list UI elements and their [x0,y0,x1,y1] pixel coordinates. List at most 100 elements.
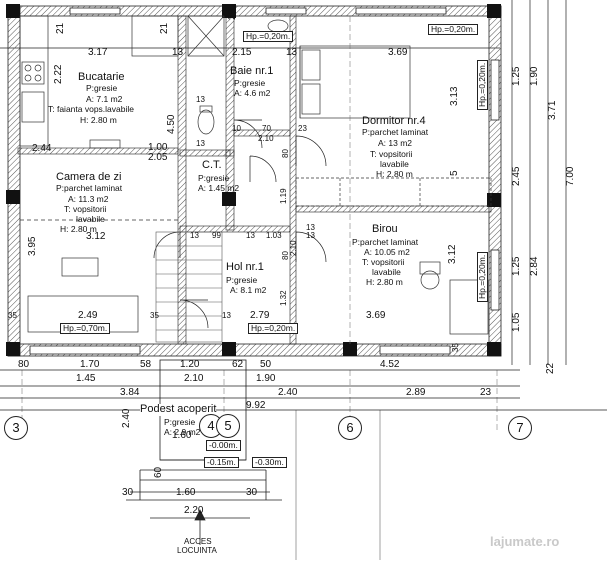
dim-text: 99 [212,231,221,240]
dim-text: 3.17 [88,47,108,58]
dim-text: 2.10 [258,134,274,143]
room-floor-hol: P:gresie [226,275,258,285]
dim-text: 60 [153,466,164,478]
dim-text: 13 [196,95,205,104]
dim-text: 10 [232,124,241,133]
dim-text: 23 [480,387,492,398]
room-height-dormitor: H: 2.80 m [376,169,413,179]
kitchen-fixtures [19,15,179,149]
room-walls2-birou: lavabile [372,267,401,277]
dim-text: 3.84 [120,387,140,398]
dim-text: 2.40 [278,387,298,398]
dim-text: 1.03 [266,231,282,240]
dim-text: 2.05 [148,152,168,163]
parapet-label: Hp.=0,20m. [428,24,479,35]
room-floor-ct: P:gresie [198,173,230,183]
dim-text: 13 [222,311,231,320]
room-floor-camera: P:parchet laminat [56,183,123,193]
room-floor-birou: P:parchet laminat [352,237,419,247]
dim-text: 2.40 [121,408,132,428]
room-height-bucatarie: H: 2.80 m [80,115,117,125]
dim-text: 1.90 [256,373,276,384]
room-walls-dormitor: T: vopsitorii [370,149,413,159]
entrance-label: ACCES [184,537,212,546]
room-walls-camera: T: vopsitorii [64,204,107,214]
parapet-label: Hp.=0,20m. [477,251,488,302]
room-walls-birou: T: vopsitorii [362,257,405,267]
room-name-dormitor: Dormitor nr.4 [362,115,426,127]
dim-text: 13 [172,47,184,58]
dim-text: 35 [8,311,17,320]
dim-text: 3.69 [366,310,386,321]
room-name-podest: Podest acoperit [140,403,217,416]
room-height-birou: H: 2.80 m [366,277,403,287]
room-walls2-camera: lavabile [76,214,105,224]
room-area-bucatarie: A: 7.1 m2 [86,94,123,104]
room-name-bucatarie: Bucatarie [78,71,125,83]
room-area-camera: A: 11.3 m2 [68,194,109,204]
dim-text: 3.13 [449,86,460,106]
dim-text: 1.60 [176,487,196,498]
room-area-birou: A: 10.05 m2 [364,247,410,257]
dim-text: 1.19 [279,188,288,204]
dim-text: 35 [150,311,159,320]
parapet-label: Hp.=0,70m. [60,323,111,334]
room-walls2-dormitor: lavabile [380,159,409,169]
dim-text: 21 [159,22,170,34]
dim-text: 29 [227,8,238,20]
room-walls-bucatarie: T: faianta vops.lavabile [48,104,134,114]
entrance-label: LOCUINTA [177,546,217,555]
dim-text: 58 [140,359,152,370]
room-area-hol: A: 8.1 m2 [230,285,267,295]
dim-text: 7.00 [565,166,576,186]
dim-text: 3.12 [86,231,106,242]
dimension-lines [0,0,607,519]
room-floor-baie: P:gresie [234,78,266,88]
room-area-podest: A: 2.9 m2 [164,427,201,437]
dim-text: 2.84 [529,256,540,276]
room-floor-podest: P:gresie [164,417,196,427]
dim-text: 30 [246,487,258,498]
parapet-label: Hp.=0,20m. [243,31,294,42]
axis-bubble-6: 6 [338,416,362,440]
level-mark: -0.15m. [204,457,239,468]
dim-text: 2.49 [78,310,98,321]
dim-text: 13 [306,223,315,232]
dim-text: 1.60 [172,430,192,441]
dim-text: 35 [451,343,460,352]
dim-text: 2.22 [53,64,64,84]
dim-text: 80 [281,149,290,158]
dim-text: 9.92 [246,400,266,411]
dim-text: 1.70 [80,359,100,370]
dim-text: 1.20 [180,359,200,370]
dim-text: 2.89 [406,387,426,398]
dim-text: 13 [286,47,298,58]
dim-text: 13 [196,139,205,148]
dim-text: 23 [298,124,307,133]
axis-bubble-3: 3 [4,416,28,440]
parapet-label: Hp.=0,20m. [477,59,488,110]
bed [299,45,411,119]
structural-columns [6,4,501,356]
dim-text: 3.69 [388,47,408,58]
office-furniture [419,261,489,335]
dim-text: 3.12 [447,244,458,264]
dim-text: 1.05 [511,312,522,332]
room-name-ct: C.T. [202,159,222,171]
dim-text: 22 [545,362,556,374]
windows [29,7,500,355]
dim-text: 1.25 [511,256,522,276]
doors [153,119,327,329]
dim-text: 3.71 [547,100,558,120]
axis-bubble-5: 5 [216,414,240,438]
dim-text: 4.52 [380,359,400,370]
room-name-camera: Camera de zi [56,171,122,183]
level-mark: -0.00m. [206,440,241,451]
dim-text: 80 [18,359,30,370]
dim-text: 62 [232,359,244,370]
parapet-label: Hp.=0,20m. [248,323,299,334]
dim-text: 2.44 [32,143,52,154]
staircase [155,231,223,343]
dim-text: 13 [246,231,255,240]
dim-text: 2.10 [289,240,298,256]
